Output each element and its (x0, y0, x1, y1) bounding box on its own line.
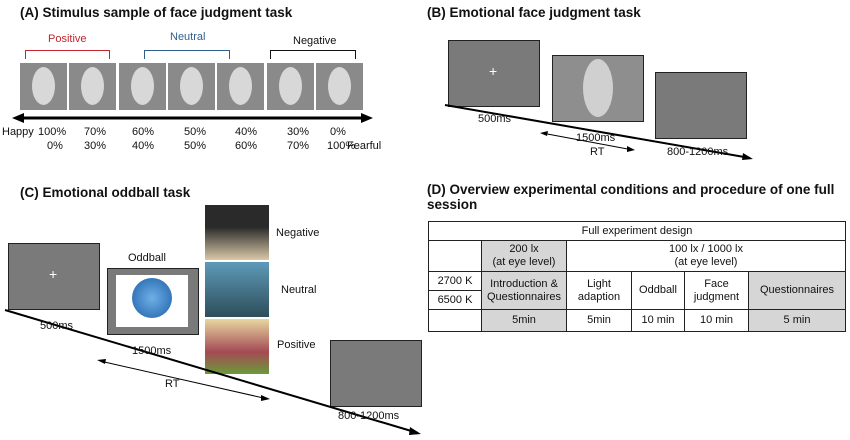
happy-label: Happy (2, 126, 34, 138)
rt-label: RT (590, 146, 605, 158)
fixation-screen: + (448, 40, 540, 107)
oddball-label: Oddball (128, 252, 166, 264)
table-header: Full experiment design (428, 221, 846, 241)
fixation-screen: + (8, 243, 100, 310)
panel-c-title: (C) Emotional oddball task (20, 185, 191, 200)
positive-label: Positive (277, 339, 316, 351)
duration-label: 500ms (40, 320, 74, 332)
duration-label: 800-1200ms (338, 410, 400, 422)
duration-cell: 5 min (748, 309, 846, 332)
face-screen (552, 55, 644, 122)
duration-cell: 10 min (684, 309, 749, 332)
happy-pct: 30% (287, 126, 310, 138)
cct-6500: 6500 K (428, 290, 482, 310)
group-neutral: Neutral (170, 31, 206, 43)
bracket-negative (270, 50, 356, 59)
panel-b-title: (B) Emotional face judgment task (427, 5, 641, 20)
double-arrow (12, 113, 373, 123)
duration-cell: 10 min (631, 309, 685, 332)
experiment-design-table: Full experiment design 200 lx (at eye le… (428, 221, 846, 332)
phase-cell: Face judgment (684, 271, 749, 310)
duration-label: 800-1200ms (667, 146, 729, 158)
fearful-pct: 100% (327, 140, 356, 152)
bracket-neutral (144, 50, 230, 59)
negative-image (205, 205, 269, 260)
duration-label: 1500ms (132, 345, 172, 357)
blank-screen (330, 340, 422, 407)
blank-screen (655, 72, 747, 139)
happy-pct: 40% (235, 126, 258, 138)
duration-label: 500ms (478, 113, 512, 125)
fearful-pct: 50% (184, 140, 207, 152)
lux-100-1000: 100 lx / 1000 lx (at eye level) (566, 240, 846, 272)
timeline-arrow (4, 309, 421, 435)
globe-image (132, 278, 172, 318)
positive-image (205, 319, 269, 374)
phase-cell: Introduction & Questionnaires (481, 271, 567, 310)
phase-cell: Oddball (631, 271, 685, 310)
happy-pct: 0% (330, 126, 346, 138)
lux-200: 200 lx (at eye level) (481, 240, 567, 272)
face-stimulus (217, 63, 264, 110)
fearful-pct: 60% (235, 140, 258, 152)
negative-label: Negative (276, 227, 320, 239)
timeline-arrow (444, 104, 753, 160)
face-stimulus (316, 63, 363, 110)
fixation-cross: + (49, 266, 58, 282)
duration-cell: 5min (566, 309, 632, 332)
oddball-screen (107, 268, 199, 335)
happy-pct: 50% (184, 126, 207, 138)
face-stimulus (267, 63, 314, 110)
fearful-pct: 70% (287, 140, 310, 152)
face-stimulus (119, 63, 166, 110)
fearful-label: Fearful (347, 140, 382, 152)
face-stimulus (20, 63, 67, 110)
group-negative: Negative (293, 35, 337, 47)
face-stimulus (168, 63, 215, 110)
fearful-pct: 30% (84, 140, 107, 152)
happy-pct: 100% (38, 126, 67, 138)
face-stimulus (69, 63, 116, 110)
panel-a-title: (A) Stimulus sample of face judgment tas… (20, 5, 293, 20)
panel-d-title: (D) Overview experimental conditions and… (427, 182, 835, 212)
rt-label: RT (165, 378, 180, 390)
duration-label: 1500ms (576, 132, 616, 144)
happy-pct: 70% (84, 126, 107, 138)
fearful-pct: 40% (132, 140, 155, 152)
happy-pct: 60% (132, 126, 155, 138)
cct-2700: 2700 K (428, 271, 482, 291)
bracket-positive (25, 50, 110, 59)
fearful-pct: 0% (47, 140, 63, 152)
neutral-image (205, 262, 269, 317)
phase-cell: Light adaption (566, 271, 632, 310)
fixation-cross: + (489, 63, 498, 79)
phase-cell: Questionnaires (748, 271, 846, 310)
neutral-label: Neutral (281, 284, 317, 296)
duration-cell: 5min (481, 309, 567, 332)
group-positive: Positive (48, 33, 87, 45)
